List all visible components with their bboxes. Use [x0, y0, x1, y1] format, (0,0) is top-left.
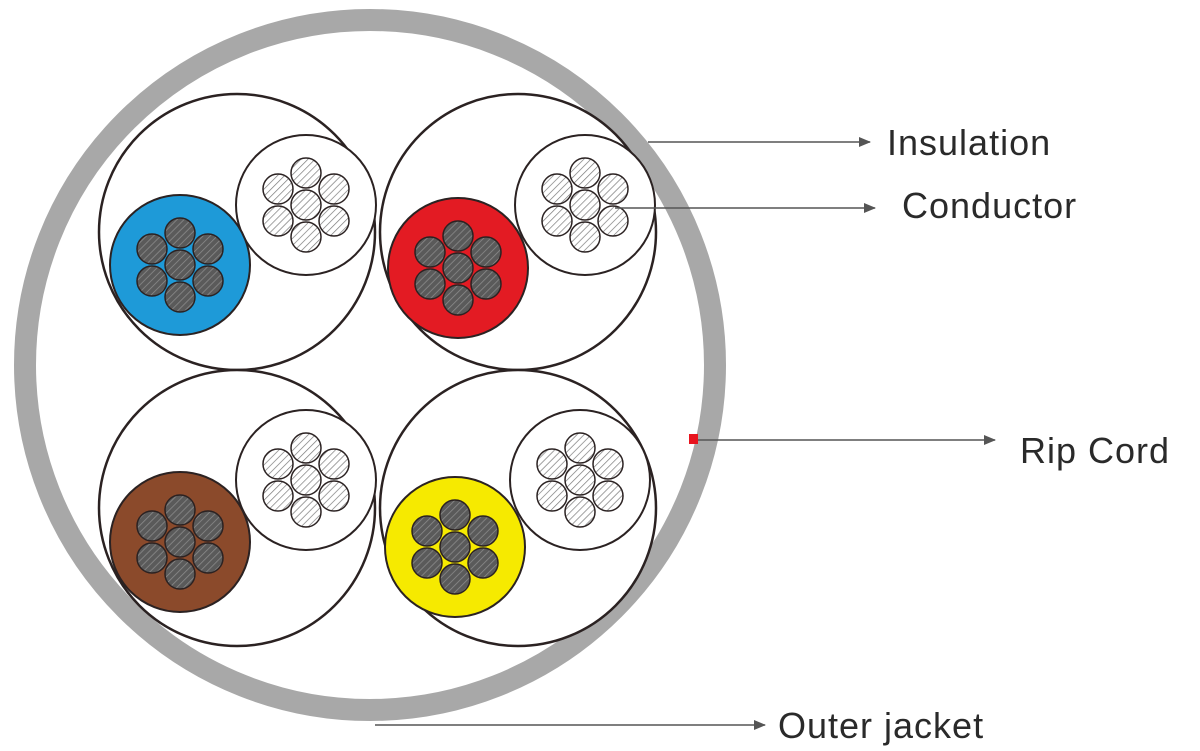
yellow-pair-colored-conductor-strand-5 [467, 515, 499, 547]
yellow-pair-white-conductor-strand-6 [536, 480, 568, 512]
yellow-pair-colored-conductor-strand-6 [411, 547, 443, 579]
blue-pair-colored-conductor-strand-7 [192, 265, 224, 297]
blue-pair-white-conductor-strand-6 [262, 205, 294, 237]
yellow-pair-colored-conductor-strand-2 [439, 499, 471, 531]
yellow-pair-white-conductor-strand-1 [564, 464, 596, 496]
rip-cord-marker [689, 434, 698, 444]
blue-pair-colored-conductor-strand-1 [164, 249, 196, 281]
blue-pair-white-conductor-strand-4 [262, 173, 294, 205]
red-pair-colored-conductor-strand-7 [470, 268, 502, 300]
yellow-pair-colored-conductor-strand-7 [467, 547, 499, 579]
red-pair-colored-conductor-strand-4 [414, 236, 446, 268]
brown-pair-colored-conductor-strand-2 [164, 494, 196, 526]
blue-pair-white-conductor-strand-1 [290, 189, 322, 221]
brown-pair-white-conductor-strand-7 [318, 480, 350, 512]
yellow-pair-colored-conductor-strand-1 [439, 531, 471, 563]
insulation-label: Insulation [887, 122, 1051, 163]
brown-pair-white-conductor-strand-5 [318, 448, 350, 480]
yellow-pair-colored-conductor-strand-4 [411, 515, 443, 547]
blue-pair-white-conductor-strand-3 [290, 221, 322, 253]
blue-pair-colored-conductor-strand-6 [136, 265, 168, 297]
brown-pair-colored-conductor-strand-7 [192, 542, 224, 574]
red-pair [378, 92, 658, 372]
blue-pair-white-conductor-strand-7 [318, 205, 350, 237]
twisted-pairs [97, 92, 658, 648]
red-pair-colored-conductor-strand-5 [470, 236, 502, 268]
brown-pair-colored-conductor-strand-3 [164, 558, 196, 590]
red-pair-white-conductor-strand-2 [569, 157, 601, 189]
brown-pair-white-conductor-strand-1 [290, 464, 322, 496]
blue-pair-white-conductor-strand-2 [290, 157, 322, 189]
red-pair-white-conductor-strand-1 [569, 189, 601, 221]
conductor-label: Conductor [902, 185, 1077, 226]
blue-pair [97, 92, 377, 372]
brown-pair [97, 368, 377, 648]
outer-jacket-label: Outer jacket [778, 705, 984, 746]
red-pair-colored-conductor-strand-1 [442, 252, 474, 284]
brown-pair-white-conductor-strand-6 [262, 480, 294, 512]
brown-pair-colored-conductor-strand-6 [136, 542, 168, 574]
brown-pair-colored-conductor-strand-4 [136, 510, 168, 542]
red-pair-white-conductor-strand-5 [597, 173, 629, 205]
brown-pair-white-conductor-strand-3 [290, 496, 322, 528]
yellow-pair-white-conductor-strand-5 [592, 448, 624, 480]
yellow-pair-white-conductor-strand-7 [592, 480, 624, 512]
yellow-pair-white-conductor-strand-4 [536, 448, 568, 480]
brown-pair-colored-conductor-strand-1 [164, 526, 196, 558]
red-pair-white-conductor-strand-6 [541, 205, 573, 237]
red-pair-colored-conductor-strand-3 [442, 284, 474, 316]
red-pair-colored-conductor-strand-6 [414, 268, 446, 300]
red-pair-white-conductor-strand-3 [569, 221, 601, 253]
rip-cord-label: Rip Cord [1020, 430, 1170, 471]
blue-pair-white-conductor-strand-5 [318, 173, 350, 205]
red-pair-white-conductor-strand-7 [597, 205, 629, 237]
blue-pair-colored-conductor-strand-2 [164, 217, 196, 249]
blue-pair-colored-conductor-strand-4 [136, 233, 168, 265]
yellow-pair-colored-conductor-strand-3 [439, 563, 471, 595]
brown-pair-colored-conductor-strand-5 [192, 510, 224, 542]
yellow-pair [378, 368, 658, 648]
red-pair-colored-conductor-strand-2 [442, 220, 474, 252]
red-pair-white-conductor-strand-4 [541, 173, 573, 205]
yellow-pair-white-conductor-strand-2 [564, 432, 596, 464]
blue-pair-colored-conductor-strand-5 [192, 233, 224, 265]
yellow-pair-white-conductor-strand-3 [564, 496, 596, 528]
brown-pair-white-conductor-strand-2 [290, 432, 322, 464]
blue-pair-colored-conductor-strand-3 [164, 281, 196, 313]
brown-pair-white-conductor-strand-4 [262, 448, 294, 480]
